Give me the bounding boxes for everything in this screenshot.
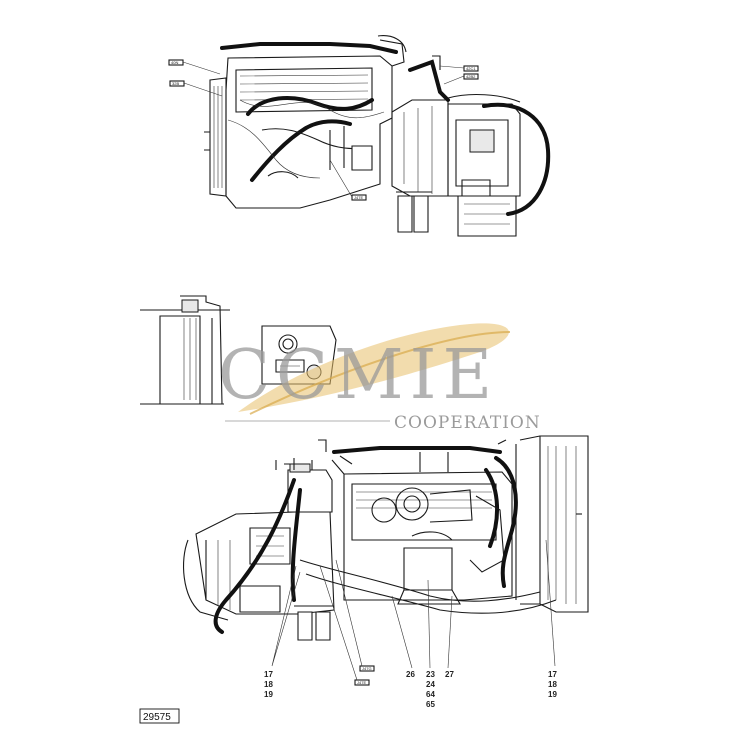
callout-24: 24 <box>426 680 435 689</box>
top-tag-3: 42C1 <box>466 66 476 71</box>
callout-18-right: 18 <box>548 680 557 689</box>
callout-19-left: 19 <box>264 690 273 699</box>
brand-watermark: CCMIE COOPERATION <box>218 323 541 433</box>
top-engine-view: 40N 32B 42C1 42B2 J47E <box>168 35 551 237</box>
callout-65: 65 <box>426 700 435 709</box>
callout-26: 26 <box>406 670 415 679</box>
callout-27: 27 <box>445 670 454 679</box>
callout-center-group: 23 24 64 65 <box>426 670 435 709</box>
callout-23: 23 <box>426 670 435 679</box>
bottom-tag-1: J47G <box>362 666 372 671</box>
drawing-number: 29575 <box>143 712 171 723</box>
callout-17-right: 17 <box>548 670 557 679</box>
flange-detail-view <box>140 295 230 405</box>
callout-right-group: 17 18 19 <box>548 670 557 699</box>
callout-64: 64 <box>426 690 435 699</box>
top-tag-2: 32B <box>172 81 179 86</box>
top-tag-4: 42B2 <box>466 74 476 79</box>
watermark-subtitle: COOPERATION <box>394 413 541 433</box>
top-tag-1: 40N <box>171 60 178 65</box>
drawing-number-box: 29575 <box>139 708 180 724</box>
callout-18-left: 18 <box>264 680 273 689</box>
callout-17-left: 17 <box>264 670 273 679</box>
bottom-tag-2: J47E <box>357 680 366 685</box>
callout-19-right: 19 <box>548 690 557 699</box>
watermark-brand: CCMIE <box>218 336 498 415</box>
bottom-engine-view: J47G J47E <box>183 435 589 686</box>
callout-left-group: 17 18 19 <box>264 670 273 699</box>
top-tag-5: J47E <box>354 195 363 200</box>
